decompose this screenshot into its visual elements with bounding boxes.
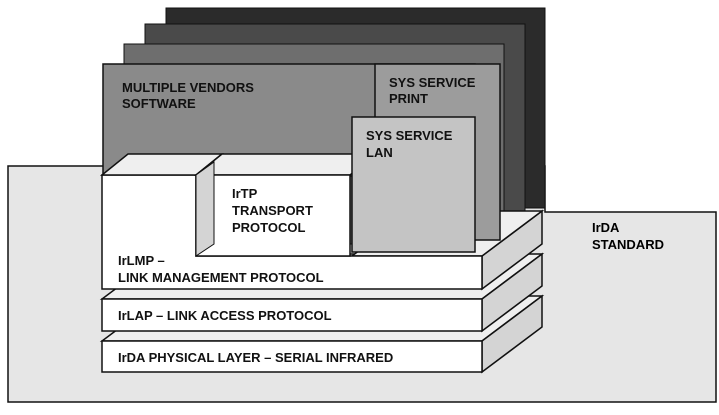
sys-service-print-line2: PRINT — [389, 91, 428, 106]
sys-service-lan-box — [351, 116, 476, 253]
irlap-layer-label: IrLAP – LINK ACCESS PROTOCOL — [118, 308, 332, 323]
irtp-line3: PROTOCOL — [232, 220, 305, 235]
physical-layer-label: IrDA PHYSICAL LAYER – SERIAL INFRARED — [118, 350, 393, 365]
irlmp-layer-label-line1: IrLMP – — [118, 253, 165, 268]
irtp-block-face — [195, 174, 351, 257]
sys-service-lan-line1: SYS SERVICE — [366, 128, 453, 143]
irtp-line1: IrTP — [232, 186, 258, 201]
irlmp-layer-label-line2: LINK MANAGEMENT PROTOCOL — [118, 270, 324, 285]
irtp-block-top — [193, 153, 379, 176]
vendor-software-line1: MULTIPLE VENDORS — [122, 80, 254, 95]
irda-standard-label-line1: IrDA — [592, 220, 620, 235]
physical-layer-face — [101, 340, 483, 373]
irda-standard-label-line2: STANDARD — [592, 237, 664, 252]
irtp-line2: TRANSPORT — [232, 203, 313, 218]
vendor-software-line2: SOFTWARE — [122, 96, 196, 111]
sys-service-lan-line2: LAN — [366, 145, 393, 160]
irlap-layer-face — [101, 298, 483, 332]
irtp-block-left-notch — [195, 161, 215, 257]
sys-service-print-line1: SYS SERVICE — [389, 75, 476, 90]
